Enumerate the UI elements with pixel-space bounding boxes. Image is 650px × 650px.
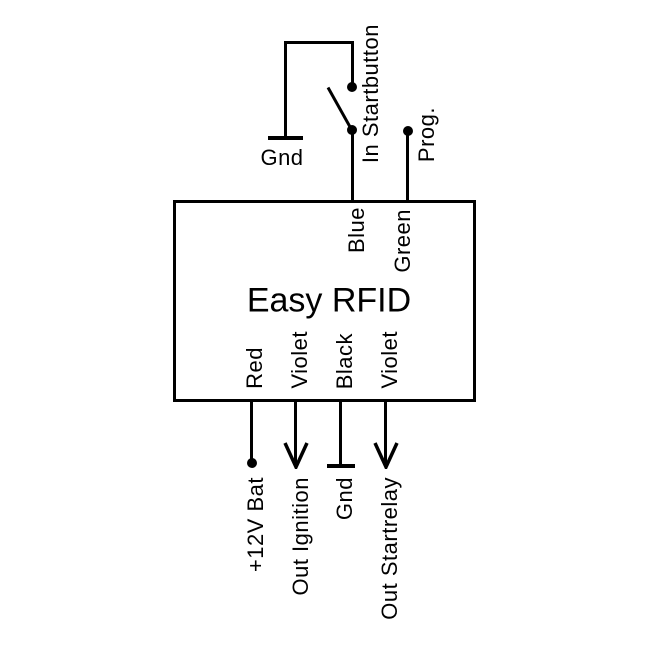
ground-label-top: Gnd	[260, 145, 304, 170]
wire-green	[406, 131, 409, 202]
pin-label-green: Green	[390, 209, 415, 273]
bat-terminal-dot	[247, 458, 257, 468]
pin-label-blue: Blue	[344, 207, 369, 254]
pin-label-red: Red	[242, 347, 267, 389]
ground-symbol-bottom-icon	[327, 464, 355, 468]
wire-red	[250, 400, 253, 460]
wire-switch-upper-stub	[351, 41, 354, 87]
label-out-startrelay: Out Startrelay	[377, 477, 402, 620]
wire-out-ignition	[294, 400, 297, 466]
arrow-down-icon-startrelay	[373, 442, 399, 469]
arrow-down-icon-ignition	[283, 442, 309, 469]
wire-blue	[351, 128, 354, 202]
wire-out-startrelay	[384, 400, 387, 466]
wire-black	[339, 400, 342, 466]
ground-symbol-top-icon	[268, 136, 303, 140]
wire-top-horizontal	[285, 41, 354, 44]
easy-rfid-box	[173, 200, 476, 402]
wire-ground-vertical	[284, 41, 287, 138]
label-gnd-bottom: Gnd	[332, 477, 357, 521]
pin-label-black: Black	[332, 332, 357, 389]
pin-label-violet-1: Violet	[287, 331, 312, 389]
in-startbutton-label: In Startbutton	[358, 23, 383, 163]
switch-upper-terminal-dot	[347, 82, 357, 92]
prog-label: Prog.	[414, 106, 439, 162]
device-title: Easy RFID	[246, 281, 412, 320]
pin-label-violet-2: Violet	[377, 331, 402, 389]
label-12v-bat: +12V Bat	[243, 477, 268, 573]
label-out-ignition: Out Ignition	[288, 477, 313, 596]
